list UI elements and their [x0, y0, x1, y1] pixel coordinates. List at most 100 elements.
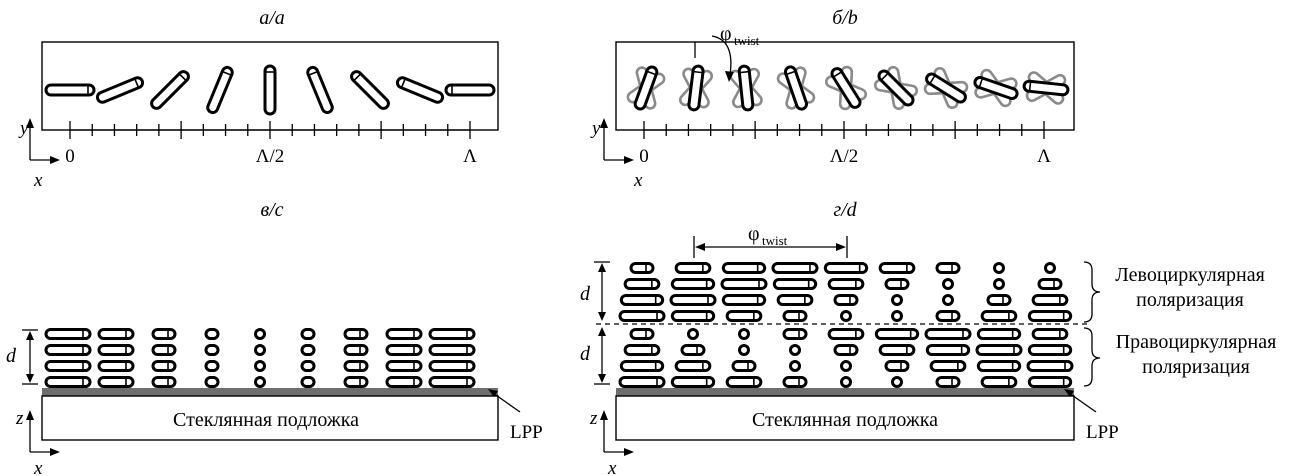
lc-rod-side-c	[97, 328, 135, 340]
panel-d-d-dimension-bottom: d	[580, 327, 610, 385]
lc-rod-top-b-end	[693, 70, 703, 74]
lc-rod-side-d-bottom	[925, 344, 971, 356]
lc-rod-top-b	[877, 69, 915, 107]
lc-rod-side-d-top	[993, 262, 1005, 274]
lc-rod-side-d-top	[891, 310, 903, 322]
lc-rod-side-c	[428, 360, 476, 372]
lc-rod-side-d-top	[618, 310, 666, 322]
lc-rod-side-c	[343, 344, 369, 356]
panel-d-rods	[618, 262, 1074, 388]
lc-rod-side-d-bottom	[670, 376, 716, 388]
lc-rod-side-c	[151, 360, 177, 372]
lc-rod-top-a	[206, 65, 234, 115]
panel-a-y-label: y	[18, 118, 29, 139]
lc-rod-side-d-top	[942, 278, 954, 290]
lc-rod-top-b	[925, 72, 967, 104]
lc-rod-side-c	[97, 376, 135, 388]
lc-rod-side-d-top	[840, 310, 852, 322]
lc-rod-side-c	[428, 376, 476, 388]
panel-d-d-label-top: d	[580, 283, 591, 305]
lc-rod-side-d-bottom	[891, 376, 903, 388]
lc-rod-top-a-end	[134, 79, 139, 88]
lc-rod-top-a-end	[222, 71, 231, 76]
lc-rod-side-d-top	[725, 310, 763, 322]
lc-rod-side-d-top	[993, 278, 1005, 290]
lc-rod-side-c	[428, 344, 476, 356]
lc-rod-side-c	[151, 344, 177, 356]
lc-rod-side-d-bottom	[680, 344, 706, 356]
lc-rod-side-d-bottom	[976, 360, 1022, 372]
lc-rod-top-b-end	[881, 73, 889, 81]
lc-rod-top-b	[973, 75, 1019, 101]
lc-rod-side-d-top	[776, 294, 814, 306]
lc-rod-top-b	[783, 65, 809, 111]
lc-rod-top-a	[150, 70, 190, 110]
panel-d-substrate-label: Стеклянная подложка	[752, 409, 938, 431]
lc-rod-side-c	[343, 328, 369, 340]
panel-d-lpp-pointer: LPP	[1064, 389, 1119, 443]
lc-rod-top-b	[737, 64, 755, 112]
brace-right-pol	[1083, 327, 1101, 387]
lc-rod-top-b-end	[833, 71, 842, 78]
phi-sub-b: twist	[734, 33, 760, 48]
panel-c-x-label: x	[33, 458, 43, 476]
lc-rod-side-d-top	[1037, 278, 1063, 290]
lc-rod-side-d-bottom	[731, 360, 757, 372]
lc-rod-top-a	[350, 70, 390, 110]
lc-rod-side-d-bottom	[827, 328, 865, 340]
pol-right-line2: поляризация	[1142, 356, 1250, 378]
lc-rod-side-d-bottom	[975, 344, 1023, 356]
lc-rod-side-c	[151, 328, 177, 340]
lc-rod-side-d-top	[720, 278, 768, 290]
panel-d-lpp-layer	[616, 388, 1074, 396]
pol-left-line1: Левоциркулярная	[1115, 264, 1265, 286]
lc-rod-side-c	[204, 328, 220, 340]
lc-rod-side-c	[97, 344, 135, 356]
lc-rod-side-c	[254, 360, 266, 372]
lc-rod-side-d-bottom	[1031, 328, 1069, 340]
lc-rod-side-c	[204, 376, 220, 388]
lc-rod-side-d-bottom	[629, 328, 655, 340]
lc-rod-side-d-bottom	[782, 328, 808, 340]
lc-rod-side-c	[254, 376, 266, 388]
lc-rod-side-c	[44, 344, 92, 356]
panel-b-label: б/b	[832, 7, 858, 29]
panel-b-tick-0: 0	[639, 146, 649, 167]
lc-rod-top-a-end	[353, 73, 361, 81]
lc-rod-top-b-end	[929, 75, 936, 84]
panel-a-rods	[44, 64, 496, 116]
lc-rod-side-c	[254, 328, 266, 340]
lc-rod-side-d-top	[833, 294, 859, 306]
panel-c-rods	[44, 328, 476, 388]
lc-rod-side-d-bottom	[874, 328, 920, 340]
lc-rod-side-d-bottom	[924, 328, 972, 340]
lc-rod-side-c	[428, 328, 476, 340]
pol-right-line1: Правоциркулярная	[1116, 331, 1277, 353]
panel-d-substrate	[615, 395, 1075, 441]
lc-rod-top-b-end	[647, 70, 656, 76]
lc-rod-side-d-top	[721, 262, 767, 274]
lc-rod-side-d-top	[721, 294, 767, 306]
panel-a-xy-axes: y x	[18, 118, 60, 191]
panel-c-label: в/c	[260, 199, 283, 221]
panel-c-substrate	[41, 395, 499, 441]
lc-rod-side-c	[300, 344, 316, 356]
lc-rod-top-b-end	[786, 70, 795, 75]
panel-b-x-label: x	[633, 170, 643, 191]
lc-rod-side-d-top	[823, 262, 869, 274]
panel-d-xz-axes: z x	[589, 408, 634, 476]
lc-rod-top-a-end	[179, 73, 187, 81]
lc-rod-side-c	[385, 328, 423, 340]
lc-rod-side-d-top	[980, 310, 1018, 322]
panel-b-rods	[626, 64, 1070, 112]
lc-rod-side-d-top	[670, 310, 716, 322]
lc-rod-side-d-bottom	[619, 360, 665, 372]
lc-rod-side-d-bottom	[687, 328, 699, 340]
lc-rod-side-d-top	[891, 294, 903, 306]
lc-rod-side-d-bottom	[1027, 344, 1073, 356]
lc-rod-side-c	[44, 328, 92, 340]
phi-sub-d: twist	[762, 233, 788, 248]
lc-rod-side-d-top	[1044, 262, 1056, 274]
lc-rod-side-d-bottom	[833, 344, 859, 356]
panel-a-tick-0: 0	[65, 146, 75, 167]
